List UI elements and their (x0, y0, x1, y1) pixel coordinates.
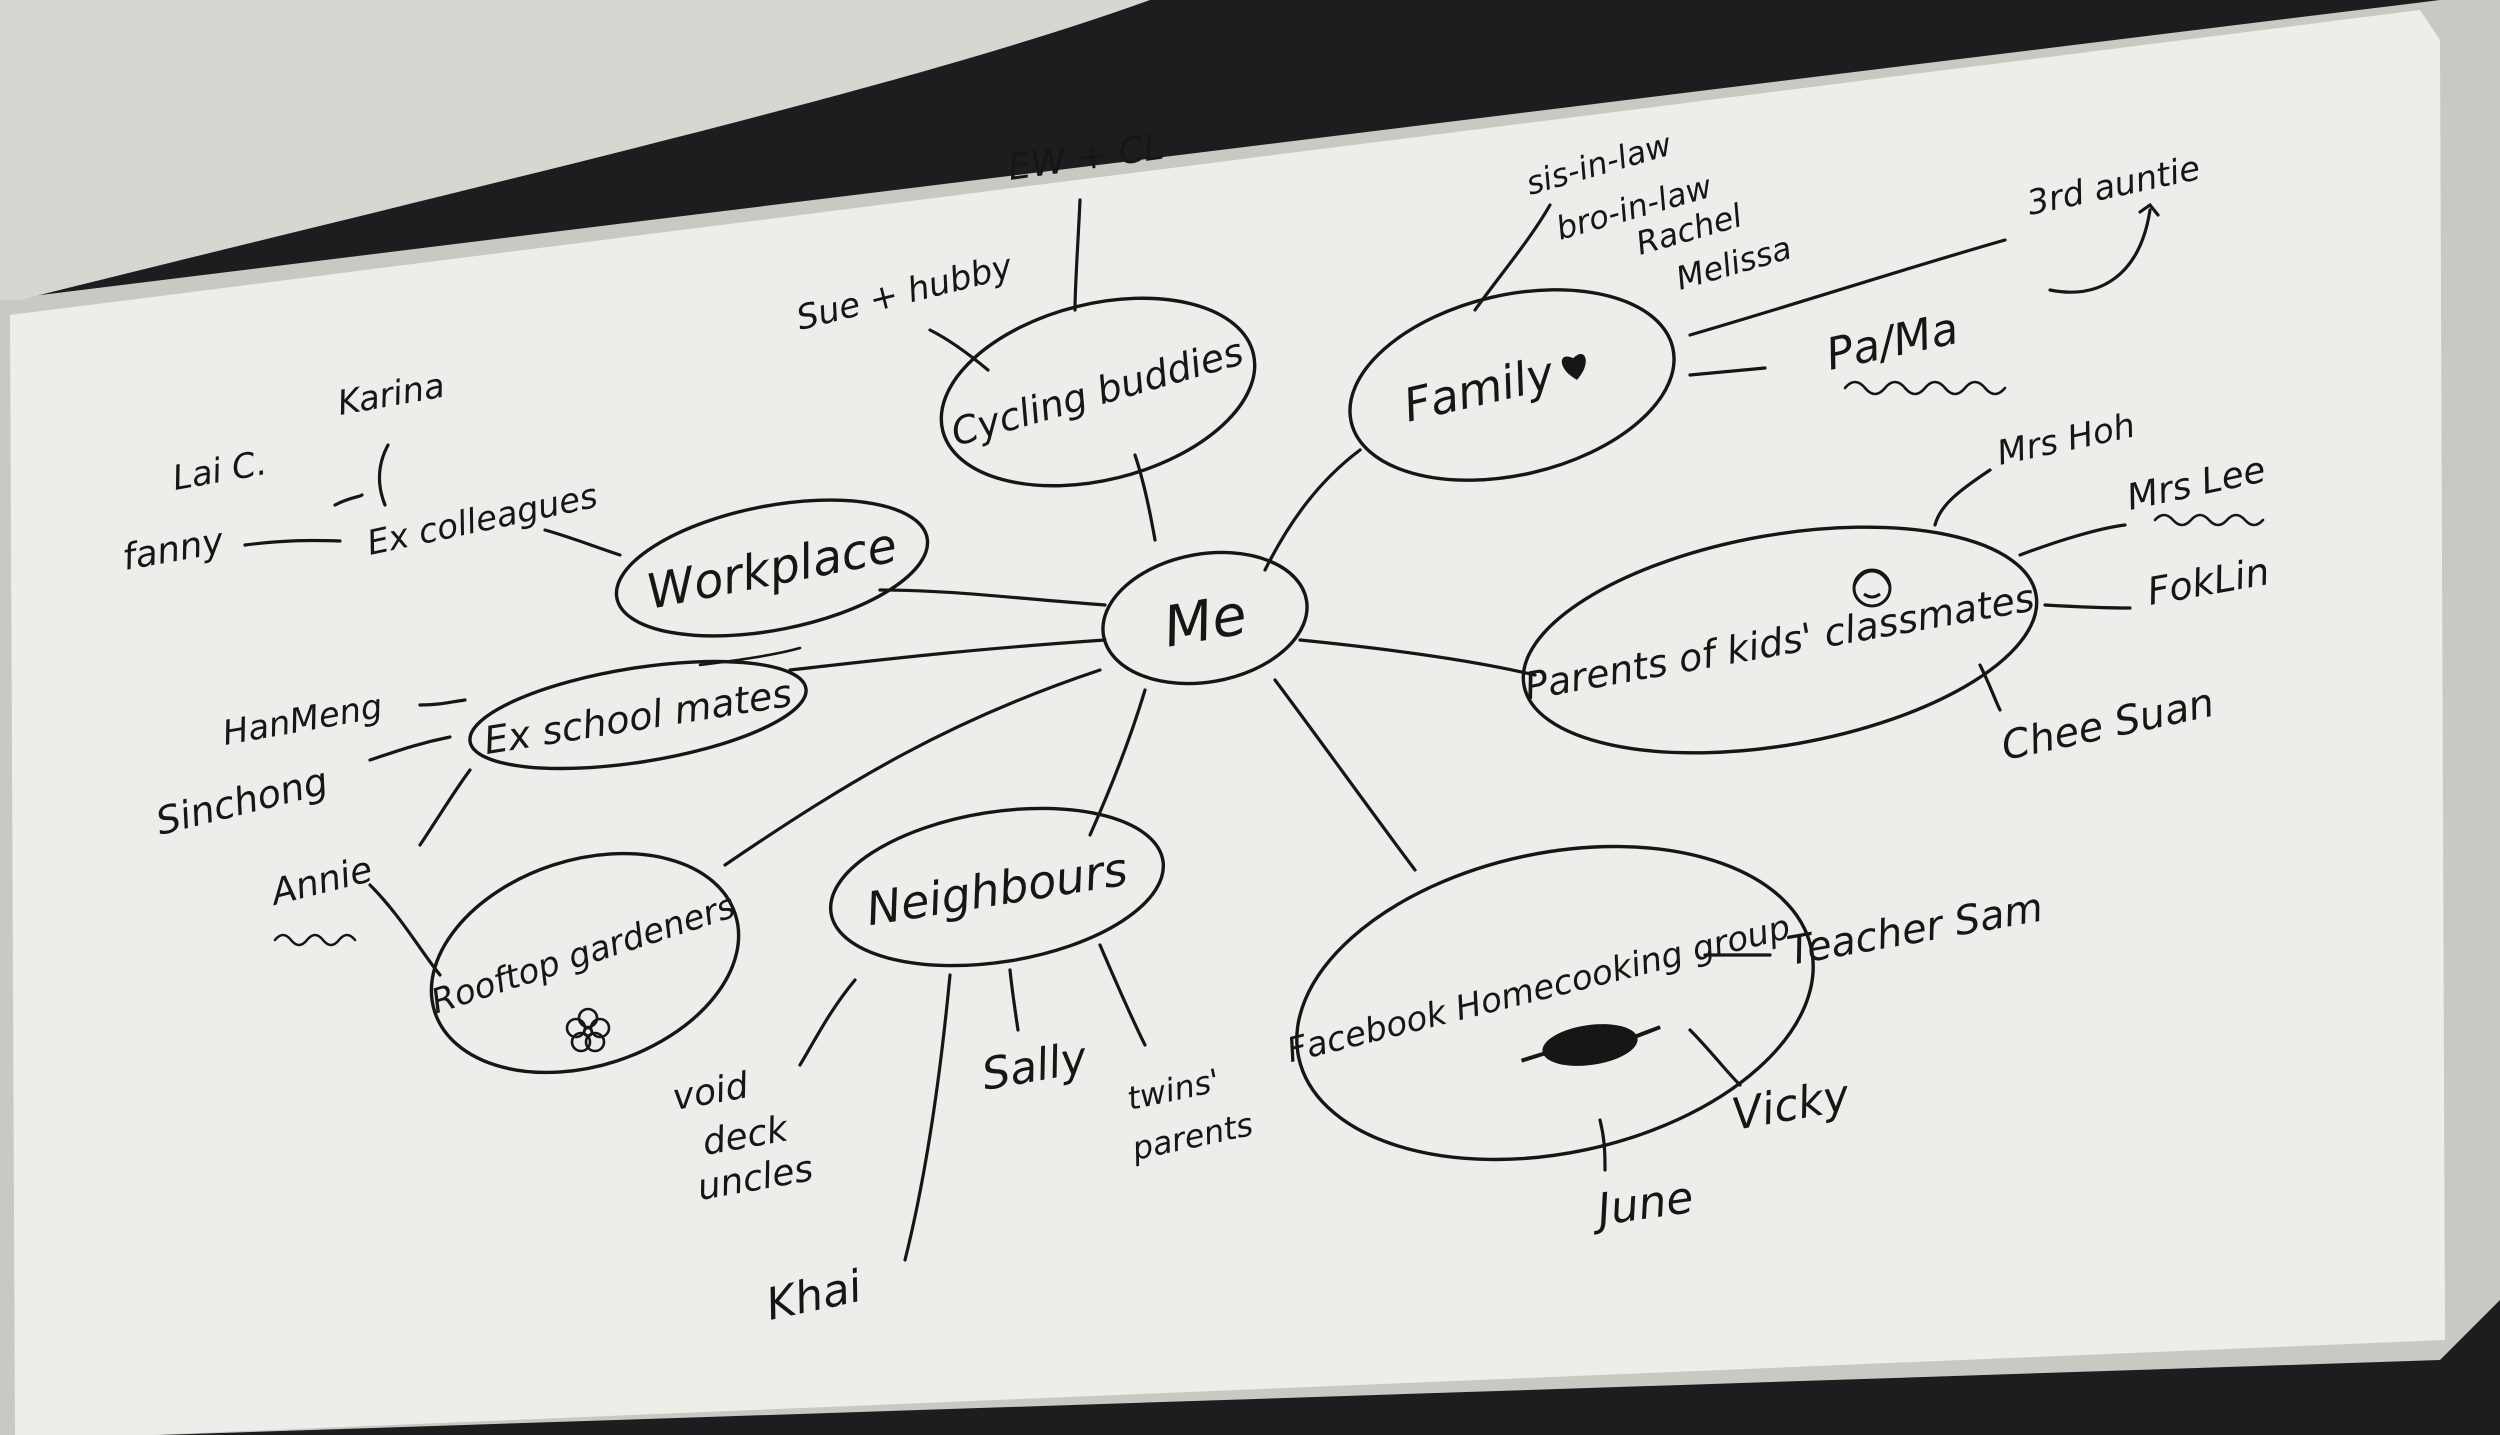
notebook-photo: Me Cycling buddies Family Workplace Ex s… (0, 0, 2500, 1435)
mind-map-diagram: Me Cycling buddies Family Workplace Ex s… (0, 0, 2500, 1435)
